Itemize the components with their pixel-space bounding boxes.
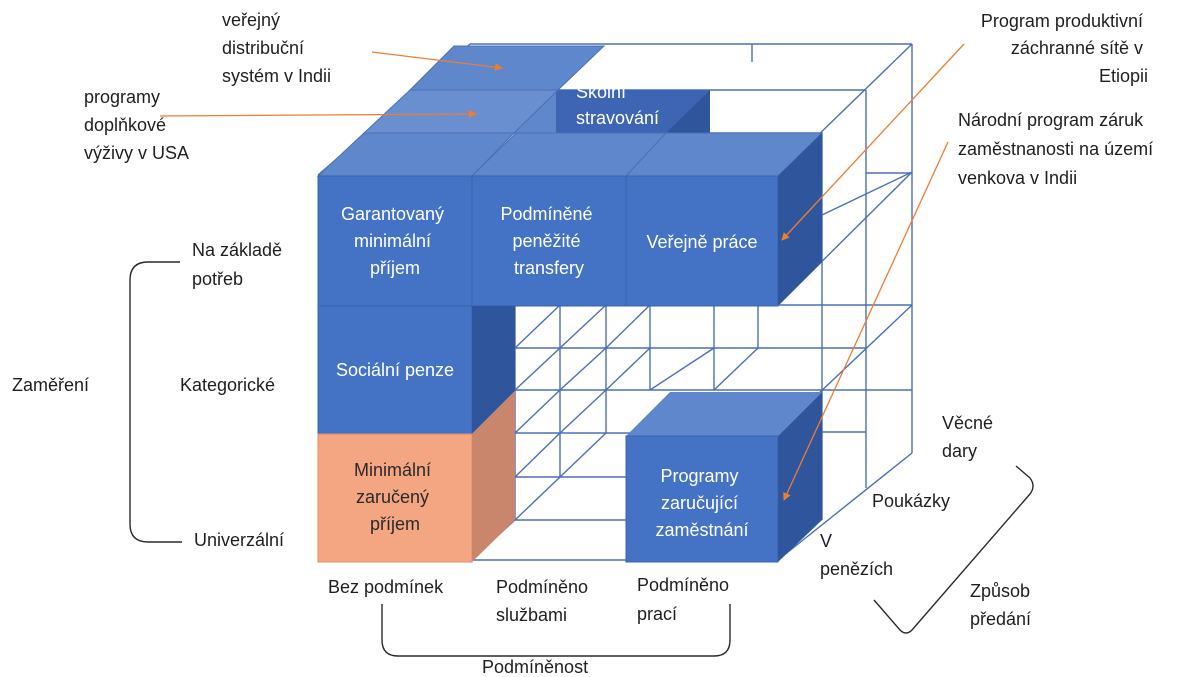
axis-depth-title-2: předání bbox=[970, 609, 1031, 629]
level-podmineno-praci-1: Podmíněno bbox=[637, 575, 729, 595]
arrow-indie-distribucni bbox=[371, 51, 503, 72]
level-dary: dary bbox=[942, 441, 977, 461]
axis-vertical-title: Zaměření bbox=[12, 375, 89, 395]
box-programy-face bbox=[625, 435, 779, 563]
level-kategoricke: Kategorické bbox=[180, 375, 275, 395]
level-v: V bbox=[820, 531, 832, 551]
box-programy-top bbox=[626, 392, 822, 436]
arrow-indie-zaruky bbox=[783, 141, 949, 501]
label-minimalni: Minimální zaručený příjem bbox=[354, 460, 436, 534]
label-verejne: Veřejně práce bbox=[646, 232, 757, 252]
box-podminene-face bbox=[471, 175, 627, 307]
level-podmineno-praci-2: prací bbox=[637, 604, 677, 624]
bracket-horizontal bbox=[381, 604, 731, 657]
arrow-usa bbox=[159, 110, 477, 119]
level-potreb: potřeb bbox=[192, 269, 243, 289]
label-podminene: Podmíněné peněžité transfery bbox=[500, 204, 597, 278]
box-socialni-face bbox=[317, 305, 473, 435]
annotation-indie-zaruky: Národní program záruk zaměstnanosti na ú… bbox=[958, 110, 1158, 188]
label-skolni: Školní stravování bbox=[576, 81, 659, 128]
level-podmineno-sluzbami-1: Podmíněno bbox=[496, 577, 588, 597]
annotation-arrows bbox=[159, 43, 965, 501]
axis-depth: Věcné dary Poukázky V penězích Způsob př… bbox=[820, 413, 1034, 634]
box-socialni-side bbox=[472, 306, 515, 434]
level-vecne: Věcné bbox=[942, 413, 993, 433]
axis-horizontal-title: Podmíněnost bbox=[482, 657, 588, 677]
axis-horizontal: Bez podmínek Podmíněno službami Podmíněn… bbox=[328, 575, 731, 677]
label-garantovany: Garantovaný minimální příjem bbox=[341, 204, 449, 278]
label-socialni: Sociální penze bbox=[336, 360, 454, 380]
bracket-depth bbox=[873, 465, 1034, 634]
bracket-vertical bbox=[129, 261, 182, 543]
axis-depth-title-1: Způsob bbox=[970, 581, 1030, 601]
annotation-etiopie: Program produktivní záchranné sítě v Eti… bbox=[981, 11, 1148, 86]
box-garantovany-face bbox=[317, 175, 473, 307]
arrow-etiopie bbox=[781, 43, 965, 241]
annotation-usa: programy doplňkové výživy v USA bbox=[84, 87, 189, 163]
level-penezich: penězích bbox=[820, 559, 893, 579]
label-programy: Programy zaručující zaměstnání bbox=[655, 466, 748, 540]
annotation-indie-distribucni: veřejný distribuční systém v Indii bbox=[222, 10, 331, 86]
level-na-zaklade: Na základě bbox=[192, 240, 282, 260]
level-bez-podminek: Bez podmínek bbox=[328, 577, 444, 597]
box-skolni-stravovani bbox=[514, 90, 710, 134]
level-podmineno-sluzbami-2: službami bbox=[496, 605, 567, 625]
box-verejne-side bbox=[778, 133, 822, 306]
box-verejne-face bbox=[625, 175, 779, 307]
box-minimalni-face bbox=[317, 433, 473, 563]
box-minimalni-side bbox=[472, 391, 515, 562]
level-poukazky: Poukázky bbox=[872, 491, 950, 511]
box-programy-side bbox=[778, 392, 822, 562]
axis-vertical: Zaměření Na základě potřeb Kategorické U… bbox=[12, 240, 284, 550]
level-univerzalni: Univerzální bbox=[194, 530, 284, 550]
cube-top-surface bbox=[316, 45, 824, 177]
